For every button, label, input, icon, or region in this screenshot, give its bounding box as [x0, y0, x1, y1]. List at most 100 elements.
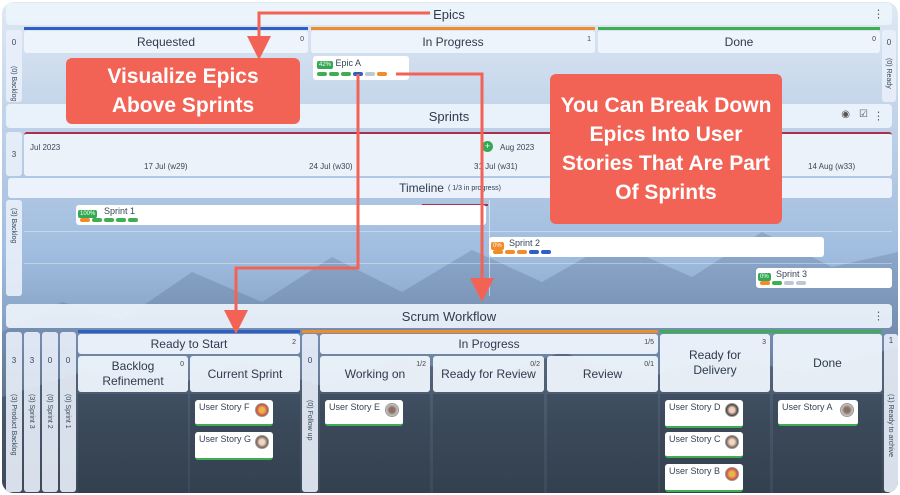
sprint-3-pill	[760, 281, 770, 285]
column-current-sprint[interactable]: Current Sprint	[190, 356, 300, 392]
column-ready-for-delivery-count: 3	[762, 339, 766, 346]
sprint-2-name: Sprint 2	[509, 238, 541, 248]
avatar	[725, 467, 739, 481]
column-working-on[interactable]: Working on 1/2	[320, 356, 430, 392]
ready-to-archive-label: (1) Ready to archive	[887, 394, 894, 458]
epics-column-done[interactable]: Done 0	[598, 31, 880, 53]
timeline-title: Timeline	[399, 180, 444, 195]
avatar	[725, 403, 739, 417]
calendar-week-31: 31 Jul (w31)	[474, 162, 518, 171]
story-card-d[interactable]: User Story D	[665, 400, 743, 428]
sprint-1-pill	[80, 218, 90, 222]
avatar	[255, 435, 269, 449]
sprints-backlog-strip[interactable]: (3) Backlog	[6, 200, 22, 296]
sprints-count: 3	[11, 150, 17, 159]
story-card-e[interactable]: User Story E	[325, 400, 403, 426]
avatar	[255, 403, 269, 417]
timeline-status: ( 1/3 in progress)	[447, 184, 501, 192]
timeline-sprint-2[interactable]: 0% Sprint 2	[489, 237, 824, 257]
sprint-1-pill	[104, 218, 114, 222]
workflow-header[interactable]: Scrum Workflow ⋮	[6, 304, 892, 328]
epics-backlog-strip[interactable]: 0 (0) Backlog	[6, 30, 22, 102]
story-card-a[interactable]: User Story A	[778, 400, 858, 426]
product-backlog-count: 3	[11, 356, 17, 365]
workflow-title: Scrum Workflow	[401, 308, 497, 324]
epic-progress-pill	[377, 72, 387, 76]
sprint-1-strip[interactable]: 0 (0) Sprint 1	[60, 332, 76, 492]
followup-strip[interactable]: 0 (0) Follow up	[302, 334, 318, 492]
column-working-on-label: Working on	[344, 366, 406, 381]
sprint-3-strip-label: (3) Sprint 3	[28, 394, 35, 429]
avatar	[385, 403, 399, 417]
calendar-month-jul: Jul 2023	[30, 143, 61, 152]
column-backlog-refinement[interactable]: Backlog Refinement 0	[78, 356, 188, 392]
ready-to-archive-strip[interactable]: 1 (1) Ready to archive	[884, 334, 898, 492]
sprint-2-percent-badge: 0%	[491, 242, 504, 250]
column-done[interactable]: Done	[773, 334, 882, 392]
sprint-1-pill	[116, 218, 126, 222]
column-ready-for-delivery[interactable]: Ready for Delivery 3	[660, 334, 770, 392]
sprint-2-pill	[517, 250, 527, 254]
ready-to-start-bar	[78, 330, 300, 333]
story-card-b-title: User Story B	[669, 466, 721, 476]
column-body-ready-for-review[interactable]	[433, 394, 544, 493]
group-ready-to-start[interactable]: Ready to Start 2	[78, 334, 300, 354]
product-backlog-strip[interactable]: 3 (3) Product Backlog	[6, 332, 22, 492]
column-body-backlog-refinement[interactable]	[78, 394, 188, 493]
sprint-3-strip[interactable]: 3 (3) Sprint 3	[24, 332, 40, 492]
epic-progress-pill	[365, 72, 375, 76]
sprint-3-pill	[796, 281, 806, 285]
sprint-1-strip-count: 0	[65, 356, 71, 365]
sprint-3-percent-badge: 0%	[758, 273, 771, 281]
sprint-3-pill	[784, 281, 794, 285]
epics-ready-strip[interactable]: 0 (0) Ready	[882, 30, 896, 102]
sprint-1-name: Sprint 1	[104, 206, 136, 216]
story-card-c[interactable]: User Story C	[665, 432, 743, 458]
column-body-review[interactable]	[547, 394, 658, 493]
epics-header[interactable]: Epics ⋮	[6, 3, 892, 25]
group-in-progress-count: 1/5	[644, 339, 654, 346]
callout-break-down-epics: You Can Break Down Epics Into User Stori…	[550, 74, 782, 224]
sprints-count-strip[interactable]: 3	[6, 132, 22, 176]
epics-column-requested[interactable]: Requested 0	[24, 31, 308, 53]
sprint-2-pill	[541, 250, 551, 254]
delivery-bar	[660, 330, 882, 333]
timeline-sprint-1[interactable]: 100% Sprint 1	[76, 205, 486, 225]
column-working-on-count: 1/2	[416, 361, 426, 368]
column-ready-for-review[interactable]: Ready for Review 0/2	[433, 356, 544, 392]
group-ready-to-start-count: 2	[292, 339, 296, 346]
calendar-week-33: 14 Aug (w33)	[808, 162, 856, 171]
ready-to-archive-count: 1	[888, 336, 894, 345]
epic-progress-pill	[317, 72, 327, 76]
sprint-1-percent-badge: 100%	[78, 210, 98, 218]
today-marker-icon[interactable]: +	[482, 141, 493, 152]
story-card-f[interactable]: User Story F	[195, 400, 273, 426]
sprint-2-pill	[529, 250, 539, 254]
group-in-progress[interactable]: In Progress 1/5	[320, 334, 658, 354]
epic-progress-pill	[353, 72, 363, 76]
callout-visualize-epics: Visualize Epics Above Sprints	[66, 58, 300, 124]
sprints-title: Sprints	[428, 108, 470, 124]
story-card-g[interactable]: User Story G	[195, 432, 273, 460]
epics-ready-label: (0) Ready	[885, 58, 892, 89]
sprints-menu-icon[interactable]: ⋮	[873, 110, 884, 123]
sprint-3-pill	[772, 281, 782, 285]
story-card-g-title: User Story G	[199, 434, 252, 444]
edit-icon[interactable]: ☑	[859, 109, 868, 120]
story-card-b[interactable]: User Story B	[665, 464, 743, 492]
epics-column-inprogress-label: In Progress	[422, 34, 484, 49]
epics-column-requested-count: 0	[300, 36, 304, 43]
epics-menu-icon[interactable]: ⋮	[873, 8, 884, 21]
target-icon[interactable]: ◉	[841, 109, 850, 120]
column-review[interactable]: Review 0/1	[547, 356, 658, 392]
story-card-a-title: User Story A	[782, 402, 833, 412]
sprint-2-strip[interactable]: 0 (0) Sprint 2	[42, 332, 58, 492]
epics-done-bar	[598, 27, 880, 30]
epics-column-inprogress[interactable]: In Progress 1	[311, 31, 595, 53]
calendar-week-30: 24 Jul (w30)	[309, 162, 353, 171]
story-card-c-title: User Story C	[669, 434, 721, 444]
workflow-menu-icon[interactable]: ⋮	[873, 310, 884, 323]
timeline-sprint-3[interactable]: 0% Sprint 3	[756, 268, 892, 288]
epic-card-title: Epic A	[335, 58, 362, 68]
epic-card[interactable]: 42% Epic A	[313, 56, 409, 80]
